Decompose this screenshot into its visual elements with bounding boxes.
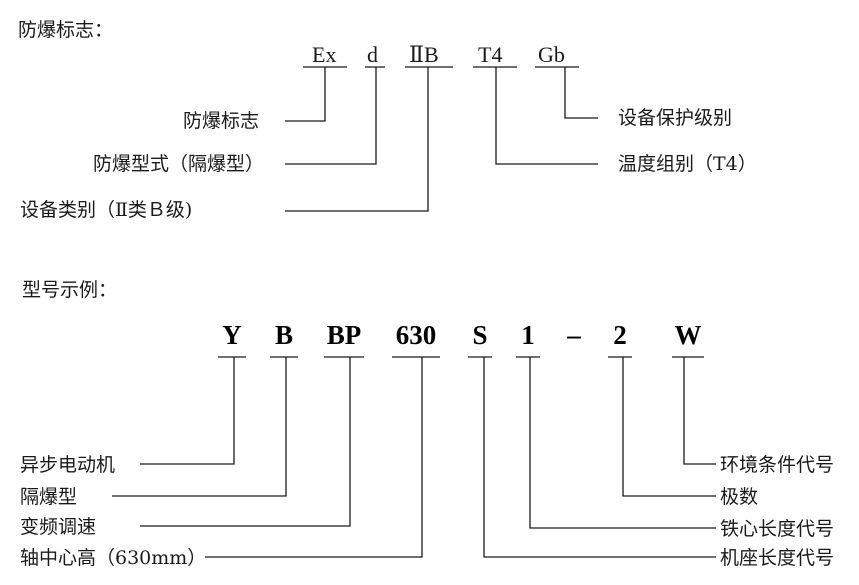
model-code-s: S (472, 320, 487, 350)
model-connector-w (683, 357, 716, 465)
label-temperature-class: 温度组别（T4） (618, 153, 757, 175)
label-equipment-group: 设备类别（Ⅱ类Ｂ级) (20, 199, 192, 221)
connector-iib (285, 67, 429, 212)
model-connector-bp (140, 357, 351, 527)
model-code-630: 630 (396, 320, 437, 350)
model-code-2: 2 (613, 320, 627, 350)
model-connector-y (140, 357, 235, 465)
connector-t4 (495, 67, 598, 165)
label-flameproof: 隔爆型 (20, 486, 77, 508)
section1-heading: 防爆标志： (18, 19, 113, 41)
section2-heading: 型号示例： (22, 279, 117, 301)
model-connector-s (483, 357, 716, 558)
model-connector-b (112, 357, 287, 497)
label-environment-code: 环境条件代号 (720, 454, 834, 476)
code-gb: Gb (538, 42, 565, 67)
model-code-dash: – (566, 320, 581, 350)
label-frame-length-code: 机座长度代号 (720, 547, 834, 569)
connector-d (285, 67, 377, 165)
model-code-1: 1 (521, 320, 535, 350)
label-protection-type: 防爆型式（隔爆型） (93, 153, 264, 175)
label-ex-marking: 防爆标志 (183, 110, 259, 132)
code-t4: T4 (478, 42, 502, 67)
model-code-b: B (275, 320, 293, 350)
model-connector-630 (205, 357, 423, 558)
model-code-y: Y (222, 320, 242, 350)
model-code-bp: BP (327, 320, 362, 350)
model-connector-1 (529, 357, 716, 529)
label-protection-level: 设备保护级别 (618, 107, 732, 129)
label-async-motor: 异步电动机 (20, 454, 115, 476)
label-variable-frequency: 变频调速 (20, 516, 96, 538)
label-pole-number: 极数 (720, 486, 758, 508)
connector-ex (285, 67, 326, 122)
connector-gb (564, 67, 598, 119)
model-connector-2 (622, 357, 716, 497)
code-ex: Ex (312, 42, 336, 67)
label-core-length-code: 铁心长度代号 (720, 518, 834, 540)
label-shaft-height: 轴中心高（630mm） (20, 547, 206, 569)
code-iib: ⅡB (409, 42, 439, 67)
code-d: d (367, 42, 378, 67)
model-code-w: W (675, 320, 702, 350)
